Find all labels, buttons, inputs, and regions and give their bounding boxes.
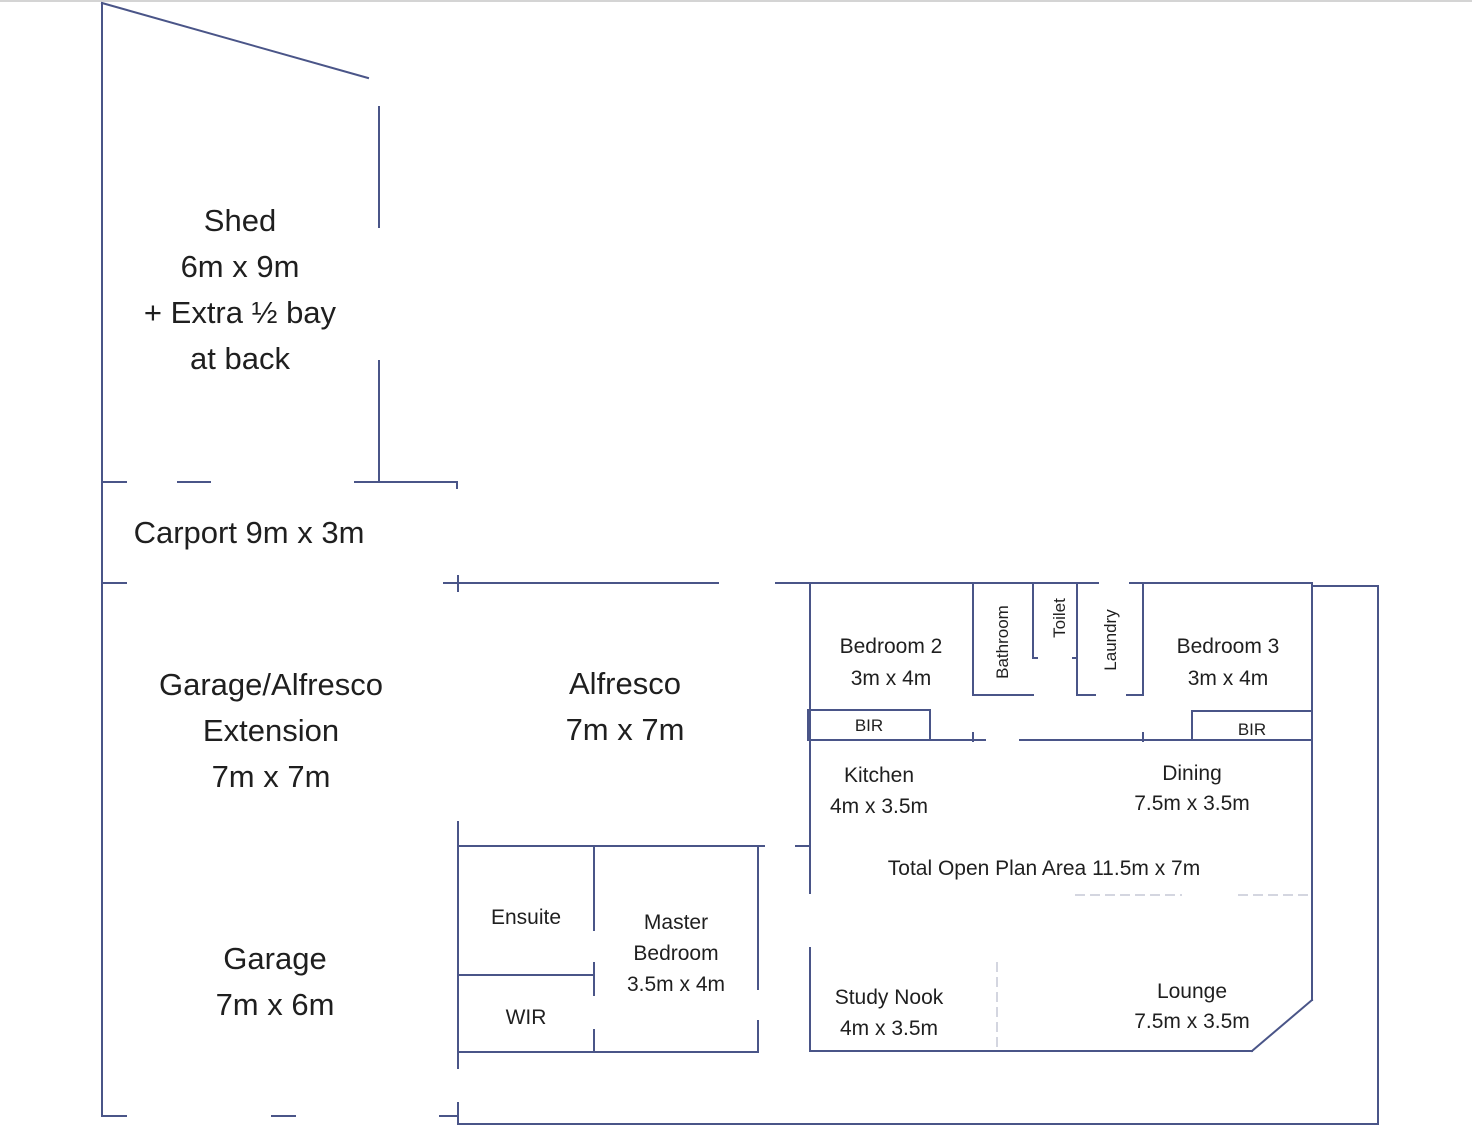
open-plan-text: Total Open Plan Area 11.5m x 7m (887, 857, 1201, 880)
master-bedroom-label: Master Bedroom 3.5m x 4m (596, 907, 756, 1000)
master-bedroom-size: 3.5m x 4m (626, 973, 726, 996)
shed-walls (100, 1, 458, 1117)
garage-alfresco-ext-name-2: Extension (202, 713, 340, 748)
lounge-angled-wall (1250, 998, 1314, 1053)
garage-alfresco-extension-label: Garage/Alfresco Extension 7m x 7m (130, 662, 412, 800)
kitchen-size: 4m x 3.5m (829, 795, 929, 818)
alfresco-name: Alfresco (569, 666, 681, 701)
dining-size: 7.5m x 3.5m (1134, 792, 1250, 815)
carport-text: Carport 9m x 3m (133, 515, 365, 550)
laundry-label: Laundry (1101, 609, 1120, 671)
lounge-label: Lounge 7.5m x 3.5m (1100, 977, 1284, 1037)
ensuite-label: Ensuite (460, 907, 592, 928)
carport-label: Carport 9m x 3m (108, 517, 390, 548)
bedroom-3-size: 3m x 4m (1187, 667, 1269, 690)
master-bedroom-name-2: Bedroom (633, 942, 719, 965)
carport-walls (101, 575, 719, 592)
bir-left-name: BIR (854, 716, 884, 735)
bedroom-2-label: Bedroom 2 3m x 4m (812, 631, 970, 695)
bedroom-3-label: Bedroom 3 3m x 4m (1146, 631, 1310, 695)
dining-name: Dining (1162, 762, 1222, 785)
bir-right-name: BIR (1237, 720, 1267, 739)
lounge-size: 7.5m x 3.5m (1134, 1010, 1250, 1033)
study-nook-label: Study Nook 4m x 3.5m (812, 982, 966, 1044)
bir-left-box (807, 709, 931, 741)
master-suite-walls (457, 821, 765, 1069)
alfresco-label: Alfresco 7m x 7m (500, 661, 750, 753)
shed-note-2: at back (190, 341, 290, 376)
wir-name: WIR (505, 1006, 547, 1029)
bir-left-label: BIR (808, 717, 930, 734)
ensuite-name: Ensuite (490, 906, 562, 929)
study-nook-size: 4m x 3.5m (839, 1017, 939, 1040)
shed-label: Shed 6m x 9m + Extra ½ bay at back (110, 198, 370, 382)
shed-roof-slope (100, 1, 370, 80)
master-bedroom-name-1: Master (643, 911, 709, 934)
north-wing-walls (775, 582, 1314, 1053)
garage-label: Garage 7m x 6m (140, 936, 410, 1028)
bedroom-2-size: 3m x 4m (850, 667, 932, 690)
bedroom-3-name: Bedroom 3 (1176, 635, 1280, 658)
garage-name: Garage (223, 941, 327, 976)
shed-size: 6m x 9m (180, 249, 300, 284)
kitchen-name: Kitchen (843, 764, 915, 787)
wir-label: WIR (460, 1007, 592, 1028)
bir-right-label: BIR (1192, 721, 1312, 738)
shed-note-1: + Extra ½ bay (143, 295, 337, 330)
study-nook-name: Study Nook (834, 986, 944, 1009)
alfresco-size: 7m x 7m (565, 712, 685, 747)
bedroom-2-name: Bedroom 2 (839, 635, 943, 658)
garage-alfresco-ext-size: 7m x 7m (211, 759, 331, 794)
kitchen-label: Kitchen 4m x 3.5m (810, 760, 948, 822)
lounge-name: Lounge (1156, 980, 1228, 1003)
toilet-label: Toilet (1050, 598, 1069, 638)
bir-right-box (1191, 710, 1313, 741)
shed-name: Shed (203, 203, 277, 238)
dining-label: Dining 7.5m x 3.5m (1100, 759, 1284, 819)
garage-size: 7m x 6m (215, 987, 335, 1022)
page-top-border (0, 0, 1472, 2)
open-plan-label: Total Open Plan Area 11.5m x 7m (850, 858, 1238, 879)
garage-alfresco-ext-name-1: Garage/Alfresco (159, 667, 383, 702)
bathroom-label: Bathroom (993, 605, 1012, 679)
garage-walls (101, 585, 1379, 1125)
